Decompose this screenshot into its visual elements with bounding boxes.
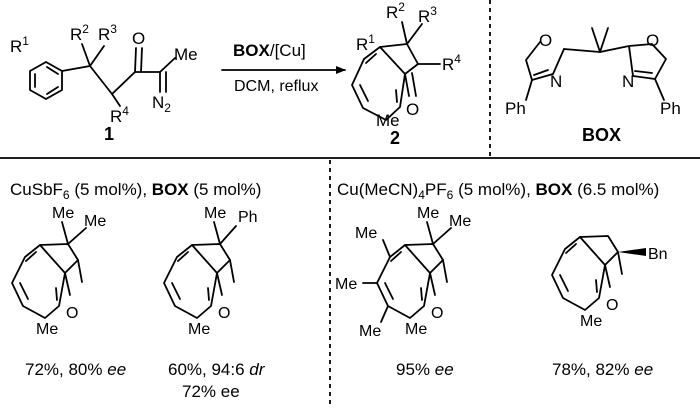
- methyl-label: Me: [174, 45, 198, 64]
- svg-text:Me: Me: [355, 225, 377, 242]
- svg-text:Me: Me: [405, 321, 427, 338]
- product-r3-label: R3: [418, 4, 437, 26]
- reagent-text: BOX/[Cu]: [233, 41, 306, 60]
- svg-text:CuSbF6 (5 mol%), BOX (5 mol%): CuSbF6 (5 mol%), BOX (5 mol%): [10, 180, 261, 202]
- svg-text:O: O: [606, 297, 618, 314]
- diazo-label: N2: [152, 93, 171, 115]
- product-b-result-line1: 60%, 94:6 dr: [168, 360, 266, 379]
- product-r2-label: R2: [386, 0, 405, 22]
- product-c: Me Me Me O Me Me Me: [335, 205, 471, 340]
- svg-text:Me: Me: [188, 321, 210, 338]
- svg-text:Me: Me: [580, 313, 602, 330]
- svg-text:O: O: [66, 305, 78, 322]
- svg-text:O: O: [431, 305, 443, 322]
- svg-text:Me: Me: [449, 213, 471, 230]
- svg-text:Ph: Ph: [238, 209, 258, 226]
- r4-label: R4: [110, 104, 129, 126]
- r2-label: R2: [70, 22, 89, 44]
- ketone-oxygen: O: [132, 29, 145, 48]
- box-nitrogen-left: N: [550, 72, 562, 91]
- svg-text:Me: Me: [52, 205, 74, 222]
- svg-text:Me: Me: [204, 205, 226, 222]
- box-phenyl-left: Ph: [505, 99, 526, 118]
- product-methyl-label: Me: [376, 111, 400, 130]
- right-conditions: Cu(MeCN)4PF6 (5 mol%), BOX (6.5 mol%): [337, 180, 659, 202]
- box-phenyl-right: Ph: [660, 99, 681, 118]
- product-2: R1 R2 R3 R4 Me O 2: [351, 0, 461, 148]
- product-oxygen: O: [406, 100, 419, 119]
- product-b-result-line2: 72% ee: [182, 382, 240, 401]
- reactant-1: R1 R2 R3 R4 O Me N2 1: [10, 22, 198, 144]
- product-c-result: 95% ee: [396, 360, 454, 379]
- svg-text:Me: Me: [84, 213, 106, 230]
- product-r1-label: R1: [356, 32, 375, 54]
- svg-text:O: O: [218, 305, 230, 322]
- r3-label: R3: [98, 22, 117, 44]
- svg-text:Me: Me: [335, 276, 357, 293]
- product-a-result: 72%, 80% ee: [25, 360, 126, 379]
- svg-text:Me: Me: [36, 321, 58, 338]
- left-conditions: CuSbF6 (5 mol%), BOX (5 mol%): [10, 180, 261, 202]
- product-d-result: 78%, 82% ee: [552, 360, 653, 379]
- product-b: Me Ph Me O: [163, 205, 258, 338]
- box-ligand: O N O N Ph Ph BOX: [505, 27, 681, 145]
- box-oxygen-right: O: [646, 31, 659, 50]
- r1-label: R1: [10, 34, 29, 56]
- svg-text:Cu(MeCN)4PF6 (5 mol%), BOX (6.: Cu(MeCN)4PF6 (5 mol%), BOX (6.5 mol%): [337, 180, 659, 202]
- product-number: 2: [390, 128, 400, 148]
- reaction-arrow-group: BOX/[Cu] DCM, reflux: [221, 41, 346, 95]
- conditions-text: DCM, reflux: [234, 78, 318, 95]
- product-r4-label: R4: [442, 52, 461, 74]
- box-oxygen-left: O: [539, 31, 552, 50]
- svg-text:Bn: Bn: [648, 246, 668, 263]
- box-nitrogen-right: N: [622, 72, 634, 91]
- product-a: Me Me Me O: [11, 205, 106, 338]
- product-d: Bn Me O: [551, 235, 668, 330]
- reactant-number: 1: [104, 124, 114, 144]
- svg-text:Me: Me: [359, 323, 381, 340]
- box-ligand-label: BOX: [582, 125, 621, 145]
- svg-text:Me: Me: [417, 205, 439, 222]
